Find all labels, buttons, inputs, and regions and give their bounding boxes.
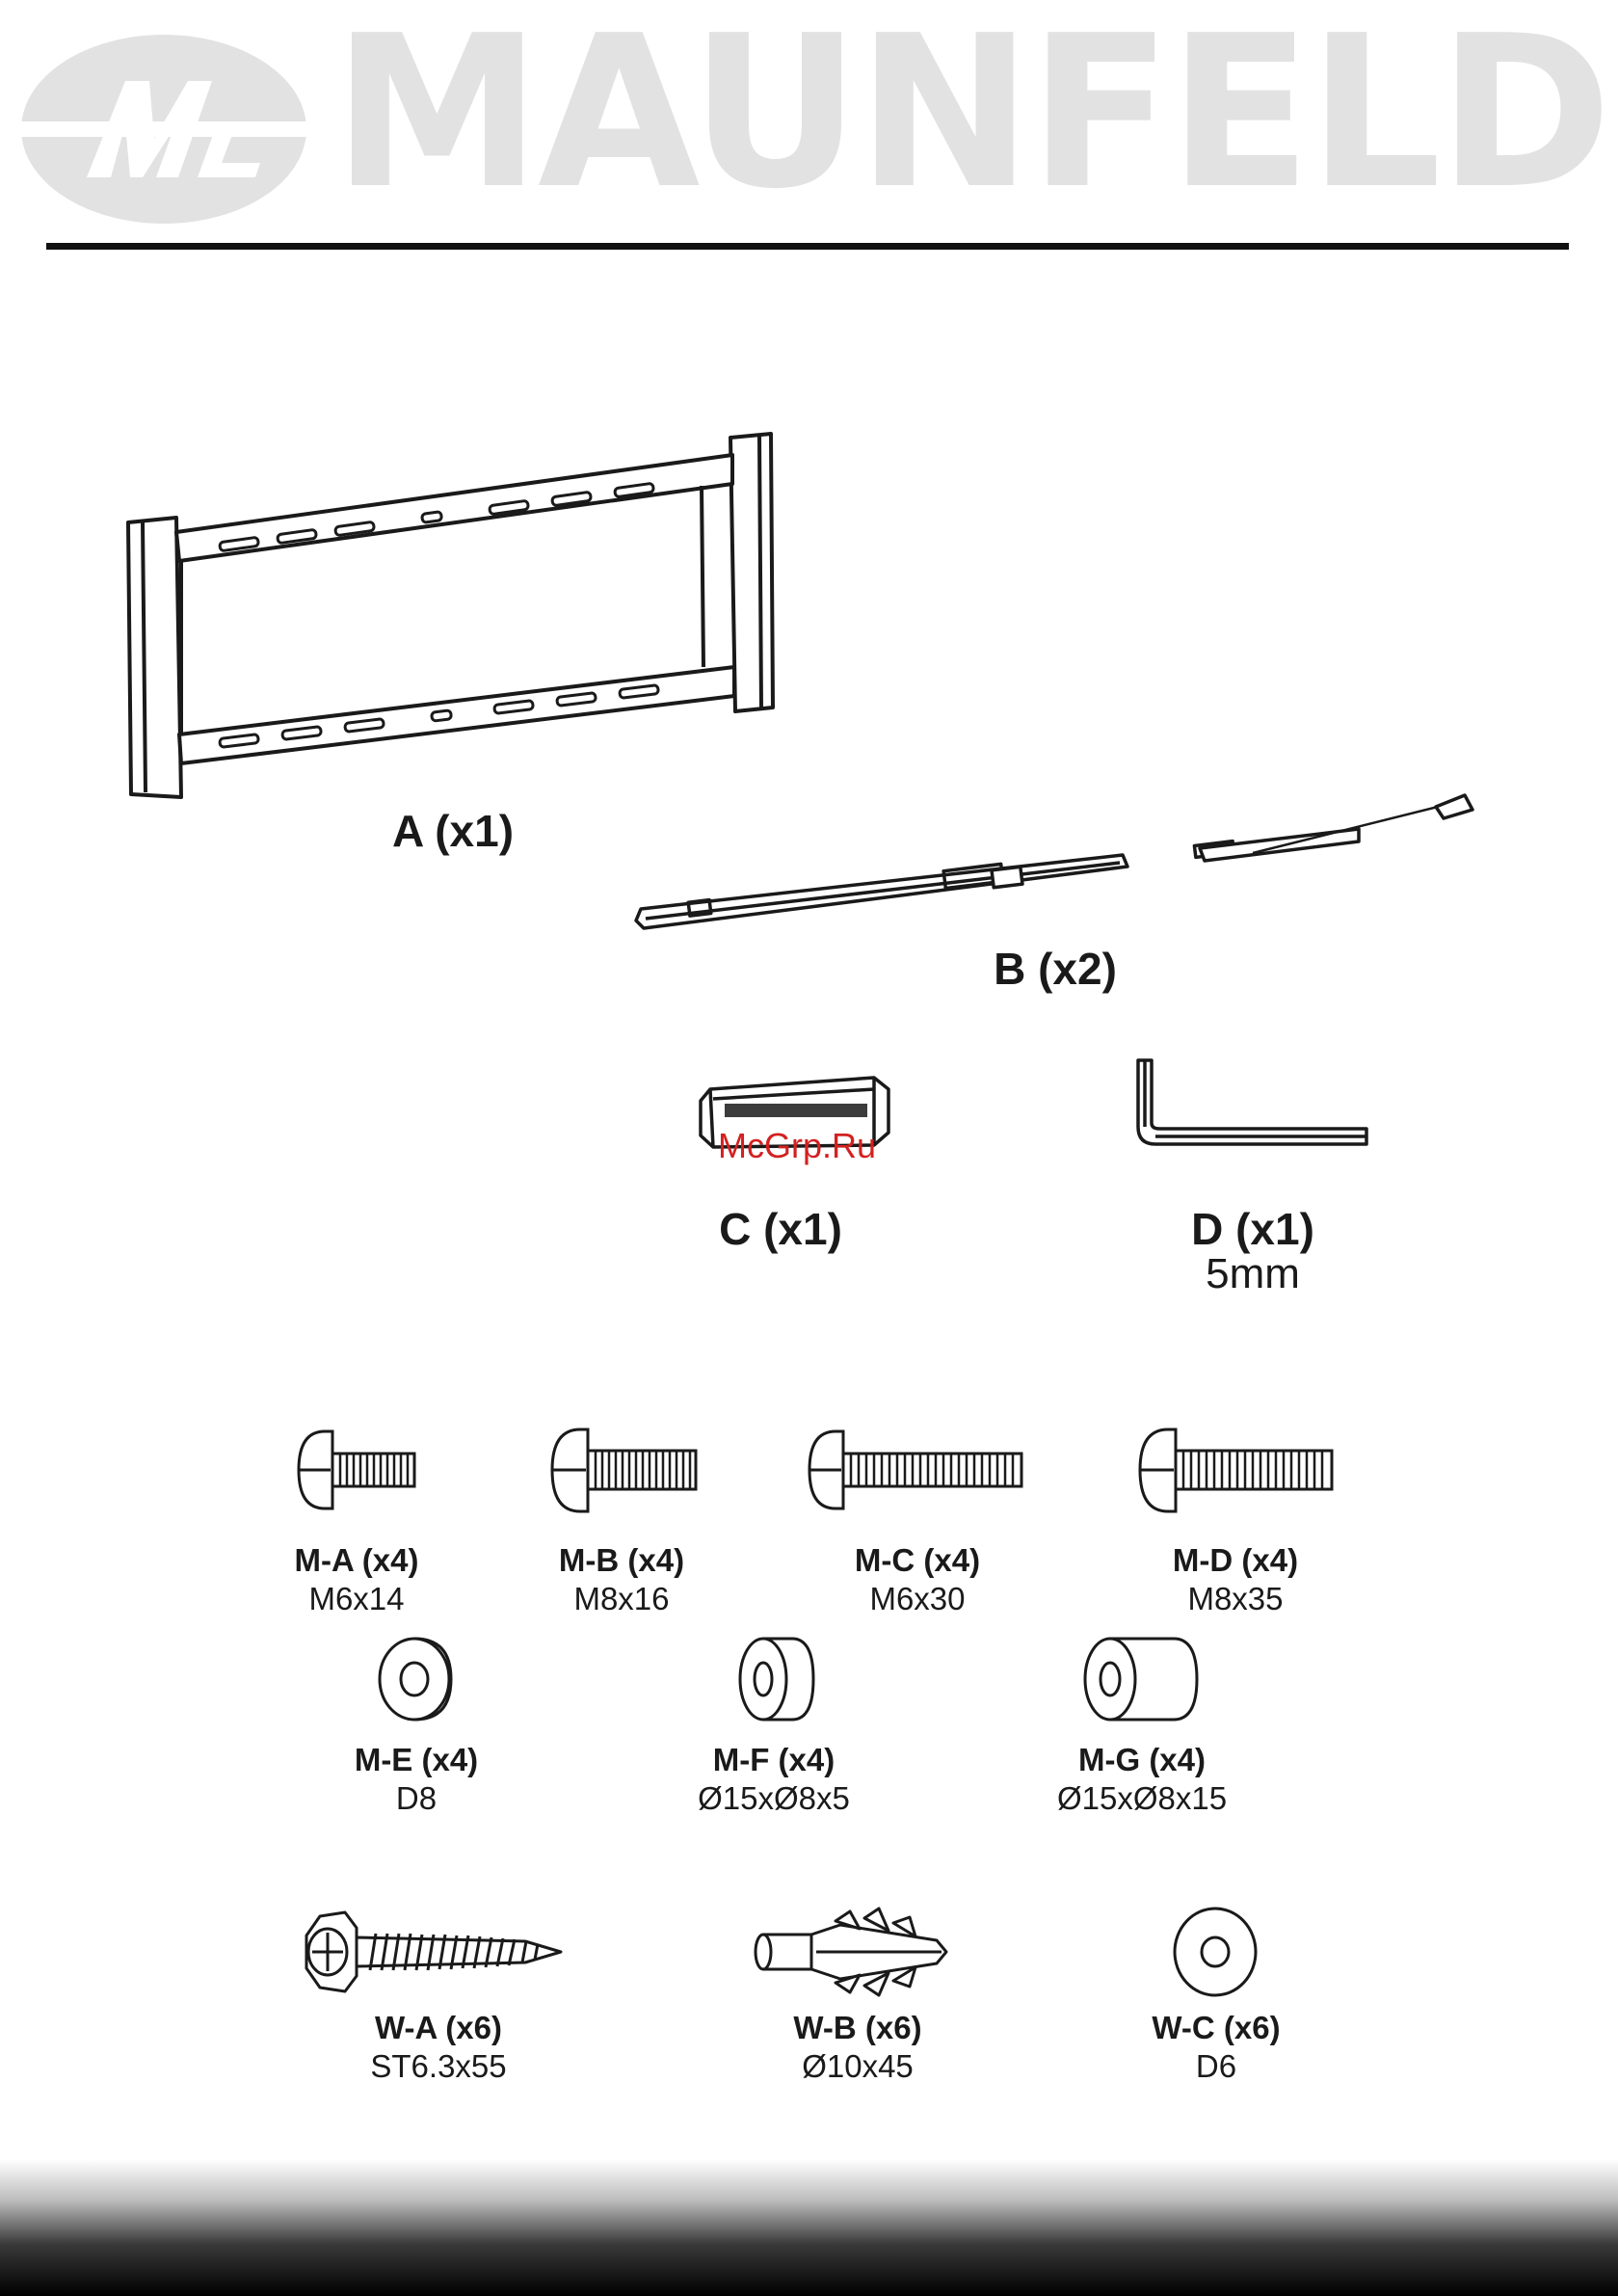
part-d-label: D (x1) (1156, 1203, 1349, 1255)
hardware-spec: Ø15xØ8x15 (1057, 1780, 1227, 1817)
hardware-label: W-A (x6) (375, 2010, 502, 2046)
screw-icon (547, 1425, 702, 1516)
wall-anchor-icon (744, 1904, 956, 2000)
screw-icon (805, 1427, 1026, 1513)
wall-plate-icon (123, 426, 779, 802)
bracket-arm-icon (626, 776, 1474, 940)
hardware-label: W-C (x6) (1152, 2010, 1280, 2046)
washer-icon (1171, 1904, 1262, 2000)
hardware-label: M-E (x4) (355, 1742, 478, 1778)
allen-key-icon (1132, 1055, 1373, 1152)
part-c-label: C (x1) (689, 1203, 872, 1255)
hardware-label: M-A (x4) (295, 1542, 419, 1579)
part-d-spec: 5mm (1156, 1250, 1349, 1298)
hardware-spec: M6x14 (308, 1581, 404, 1617)
part-a-label: A (x1) (361, 805, 544, 857)
hardware-label: M-F (x4) (713, 1742, 836, 1778)
brand-name: MAUNFELD (332, 17, 1608, 210)
footer-band (0, 2159, 1618, 2296)
hardware-spec: D8 (396, 1780, 437, 1817)
hardware-spec: D6 (1196, 2048, 1236, 2085)
hardware-spec: M8x16 (573, 1581, 669, 1617)
part-b-label: B (x2) (964, 943, 1147, 995)
hardware-spec: M6x30 (869, 1581, 965, 1617)
spacer-icon (1079, 1634, 1205, 1725)
hardware-label: M-D (x4) (1173, 1542, 1298, 1579)
screw-icon (1135, 1425, 1338, 1516)
hardware-spec: Ø15xØ8x5 (698, 1780, 850, 1817)
washer-icon (374, 1634, 461, 1725)
header-rule (46, 243, 1569, 250)
hardware-spec: Ø10x45 (802, 2048, 914, 2085)
hardware-label: M-C (x4) (855, 1542, 980, 1579)
lag-screw-icon (299, 1909, 569, 1995)
hardware-label: M-B (x4) (559, 1542, 684, 1579)
hardware-spec: M8x35 (1187, 1581, 1283, 1617)
maunfeld-logo-icon (19, 33, 308, 226)
hardware-label: M-G (x4) (1078, 1742, 1206, 1778)
watermark: McGrp.Ru (718, 1126, 876, 1166)
spacer-icon (734, 1634, 821, 1725)
screw-icon (294, 1427, 419, 1513)
hardware-spec: ST6.3x55 (370, 2048, 506, 2085)
hardware-label: W-B (x6) (793, 2010, 921, 2046)
